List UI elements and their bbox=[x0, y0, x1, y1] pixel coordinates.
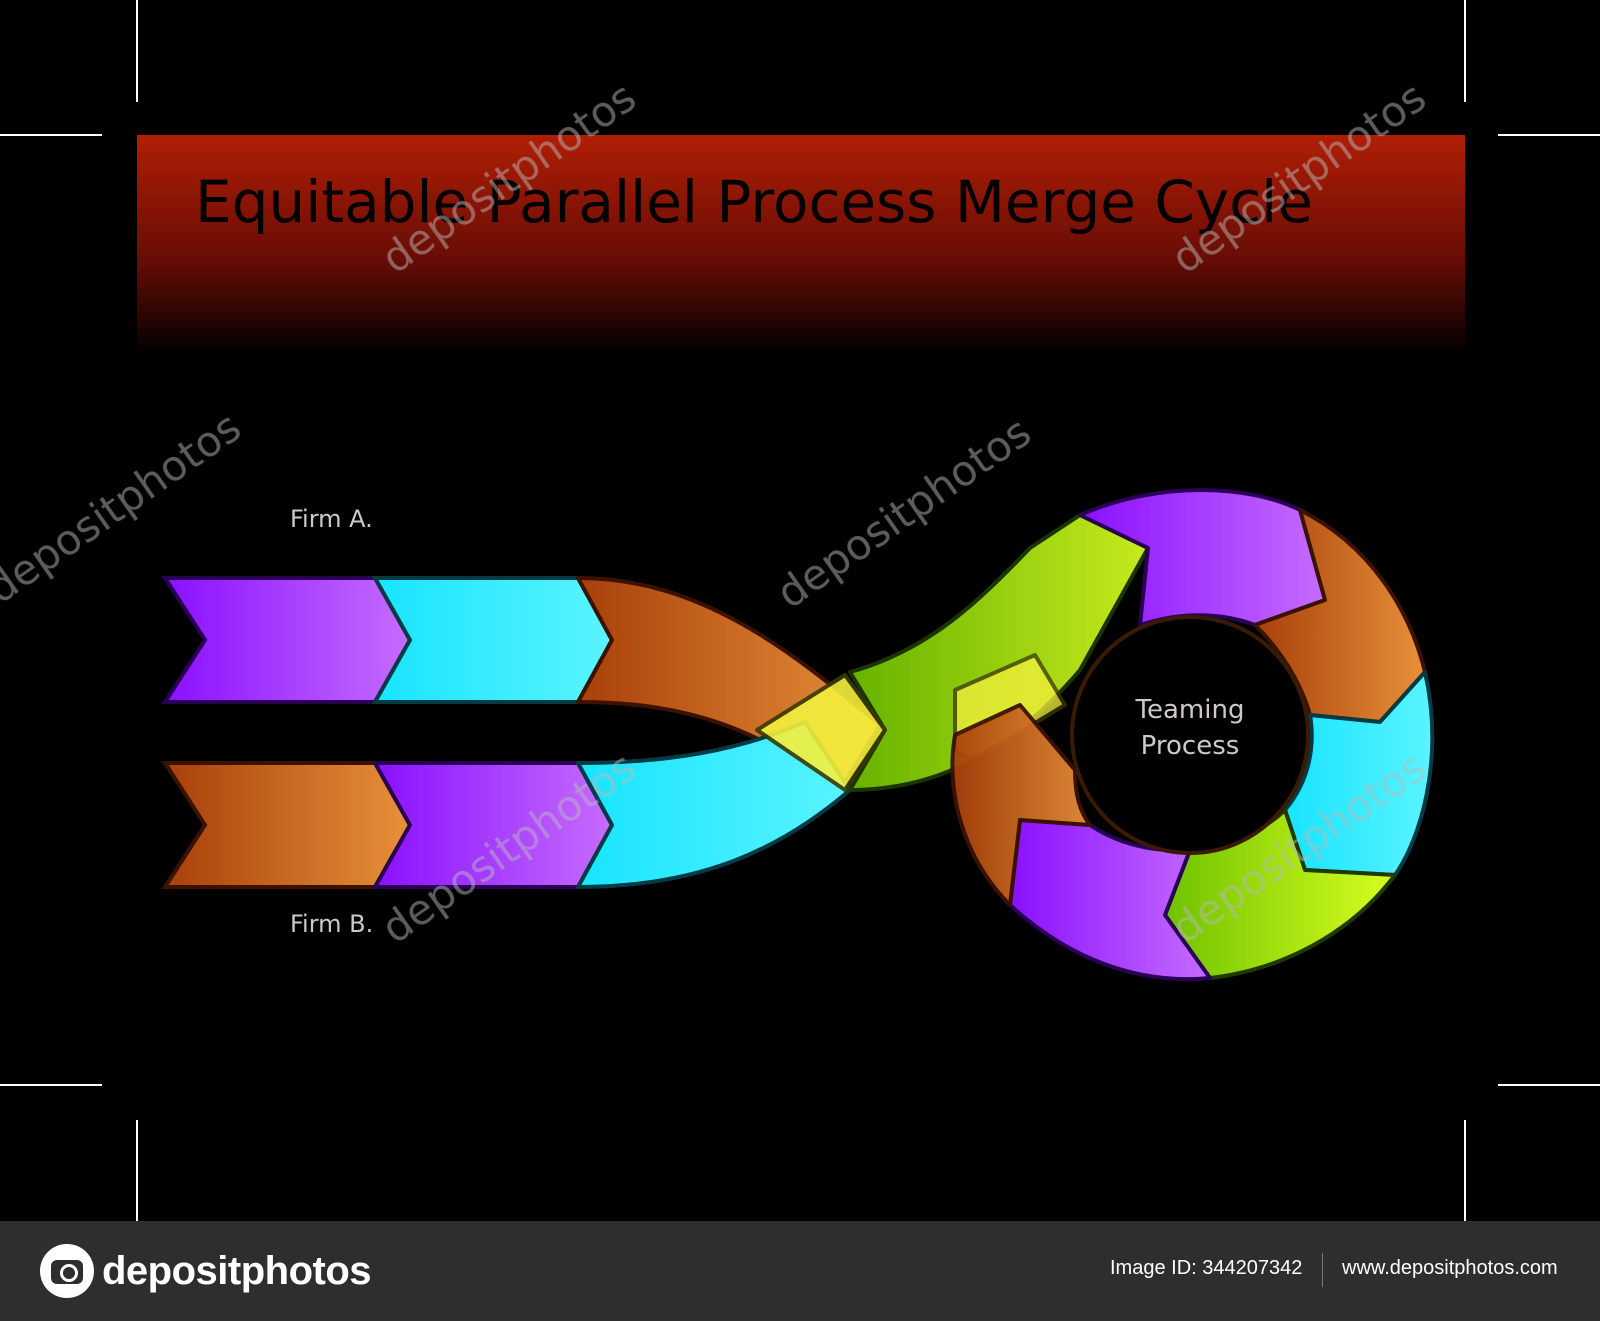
firm-a-label: Firm A. bbox=[290, 505, 373, 533]
title-band bbox=[137, 135, 1465, 355]
ribbon-cyan bbox=[576, 720, 852, 889]
footer-divider bbox=[1322, 1253, 1323, 1287]
firm-b-label: Firm B. bbox=[290, 910, 373, 938]
crop-marks bbox=[0, 0, 1600, 1221]
image-id-text: Image ID: 344207342 bbox=[1110, 1257, 1303, 1279]
center-label-line2: Process bbox=[1141, 731, 1240, 761]
teaming-cycle-ring bbox=[950, 488, 1435, 982]
firm-b-arrows bbox=[161, 761, 615, 889]
merge-ribbons bbox=[576, 513, 1150, 889]
firm-b-arrow-orange bbox=[161, 761, 413, 889]
footer-logo-text: depositphotos bbox=[102, 1248, 372, 1293]
cycle-center-hole bbox=[1070, 615, 1310, 855]
firm-a-arrow-cyan bbox=[371, 576, 615, 704]
diagram-title: Equitable Parallel Process Merge Cycle bbox=[195, 168, 1313, 236]
ribbon-green bbox=[848, 513, 1150, 792]
ribbon-crossing bbox=[755, 673, 887, 792]
diagram-canvas: Equitable Parallel Process Merge Cycle F… bbox=[0, 0, 1600, 1221]
footer-bar: depositphotos Image ID: 344207342 www.de… bbox=[0, 1221, 1600, 1321]
site-url-link[interactable]: www.depositphotos.com bbox=[1342, 1257, 1558, 1279]
firm-a-arrow-purple bbox=[161, 576, 413, 704]
center-label-line1: Teaming bbox=[1135, 695, 1245, 725]
cycle-segment-orange-left bbox=[950, 703, 1092, 907]
camera-icon bbox=[40, 1244, 94, 1298]
firm-a-arrows bbox=[161, 576, 615, 704]
footer-logo[interactable]: depositphotos bbox=[40, 1243, 372, 1299]
